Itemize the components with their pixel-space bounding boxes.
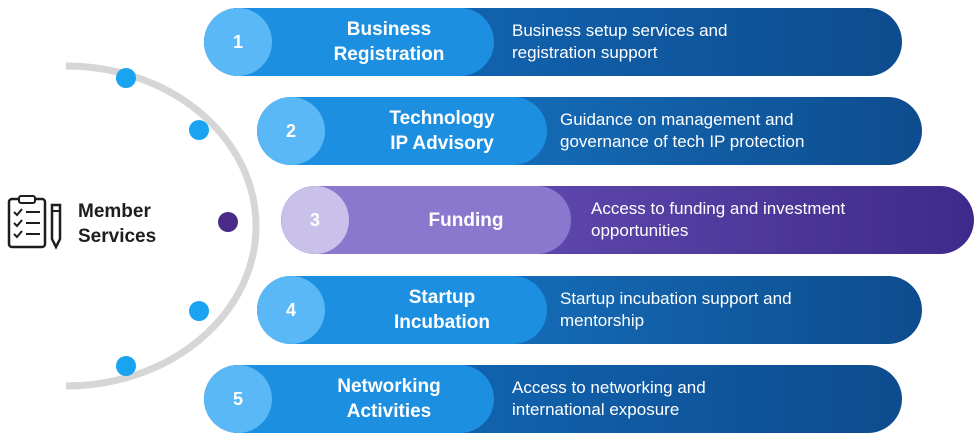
connector-arc-line [65,62,260,390]
arc-node-3 [218,212,238,232]
service-item-4: 4 Startup Incubation Startup incubation su… [257,276,922,344]
service-description: Access to networking and international e… [512,378,706,419]
service-description: Business setup services and registration… [512,21,728,62]
service-item-2: 2 Technology IP Advisory Guidance on manag… [257,97,922,165]
service-item-5: 5 Networking Activities Access to networki… [204,365,902,433]
service-description: Access to funding and investment opportu… [591,199,846,240]
arc-node-1 [116,68,136,88]
arc-node-2 [189,120,209,140]
service-description: Startup incubation support and mentorshi… [560,289,792,330]
member-services-hub: Member Services [6,195,186,255]
service-item-1: 1 Business Registration Business setup ser… [204,8,902,76]
arc-node-5 [116,356,136,376]
service-item-3: 3 Funding Access to funding and investment… [281,186,974,254]
hub-title: Member Services [78,201,157,247]
service-number: 3 [281,186,349,254]
service-description: Guidance on management and governance of… [560,110,805,151]
service-title: Startup Incubation [393,287,491,333]
service-number: 2 [257,97,325,165]
service-title: Business Registration [333,19,445,65]
service-number: 1 [204,8,272,76]
arc-node-4 [189,301,209,321]
service-number: 5 [204,365,272,433]
service-title: Funding [428,209,504,231]
service-title: Technology IP Advisory [389,108,495,154]
checklist-with-pen-icon [7,195,62,250]
service-title: Networking Activities [337,376,441,422]
service-number: 4 [257,276,325,344]
